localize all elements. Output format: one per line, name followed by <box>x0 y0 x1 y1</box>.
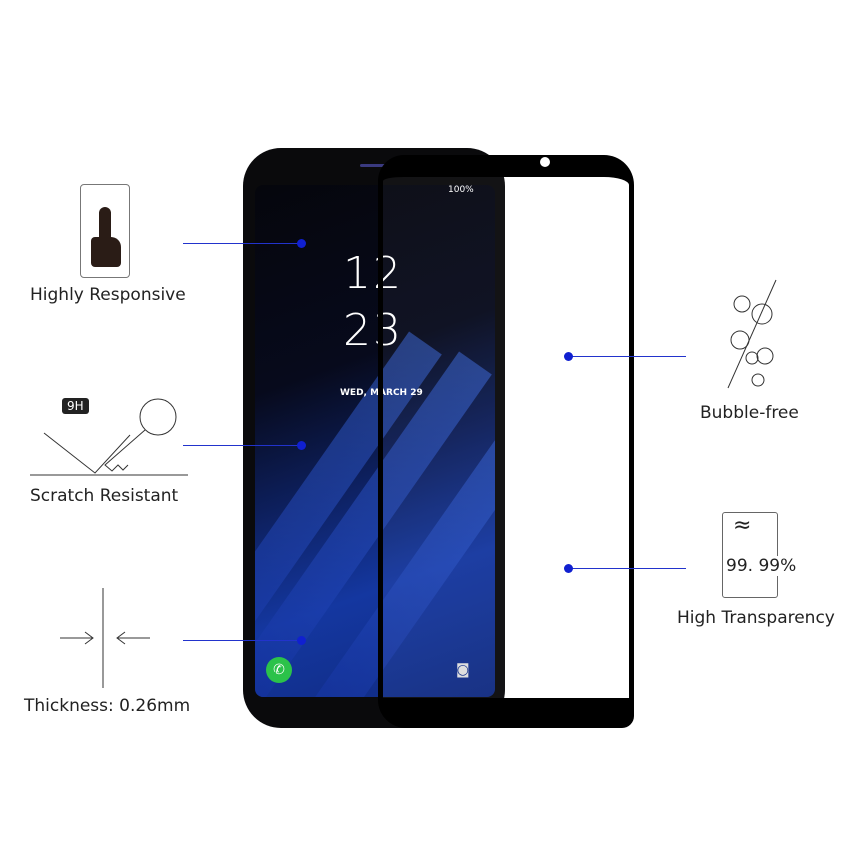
phone-call-icon: ✆ <box>266 657 292 683</box>
screen-protector <box>378 155 634 728</box>
feature-highly-responsive: Highly Responsive <box>30 285 186 305</box>
speaker-grille <box>360 164 400 167</box>
transparency-icon: ≈ <box>722 512 778 598</box>
phone-screen <box>255 185 495 697</box>
transparency-value: 99. 99% <box>726 556 797 576</box>
hardness-badge: 9H <box>62 398 89 414</box>
key-scratch-icon <box>30 398 188 476</box>
status-bar: 100% <box>448 185 474 195</box>
feature-bubble-free: Bubble-free <box>700 403 799 423</box>
camera-cutout <box>540 157 550 167</box>
touch-icon <box>80 184 130 278</box>
feature-high-transparency: High Transparency <box>677 608 835 628</box>
thickness-icon <box>60 588 150 688</box>
clock-hour: 12 <box>343 248 403 299</box>
bubbles-icon <box>727 279 777 389</box>
camera-icon: ◙ <box>456 662 470 678</box>
clock-minute: 23 <box>343 305 403 356</box>
feature-thickness: Thickness: 0.26mm <box>24 696 191 716</box>
feature-scratch-resistant: Scratch Resistant <box>30 486 179 506</box>
